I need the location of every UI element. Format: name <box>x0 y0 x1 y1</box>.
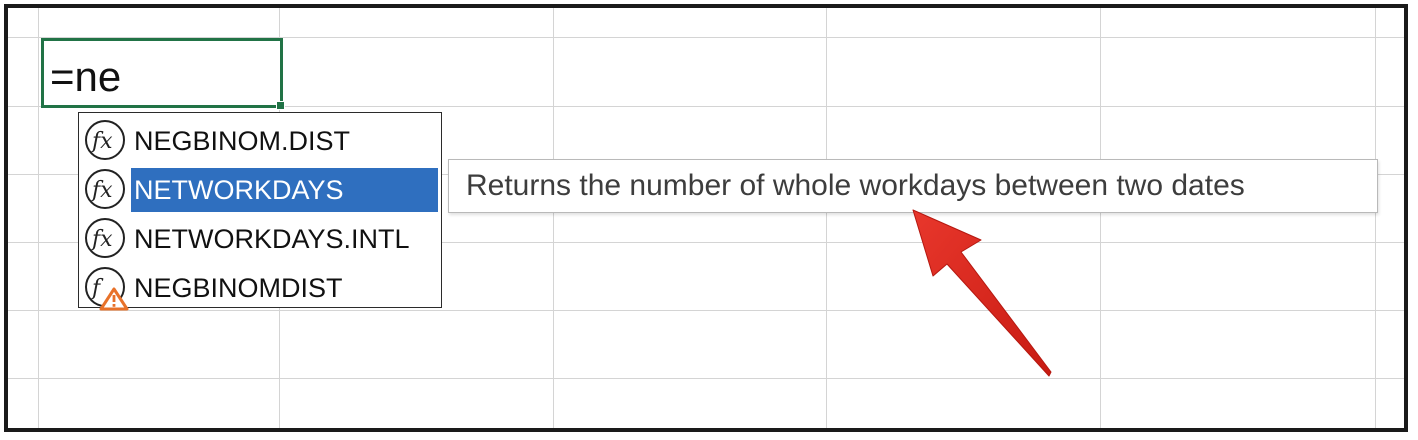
svg-text:fx: fx <box>90 178 113 203</box>
fill-handle[interactable] <box>276 101 285 110</box>
autocomplete-item-label: NETWORKDAYS <box>131 168 438 212</box>
function-tooltip: Returns the number of whole workdays bet… <box>448 159 1378 213</box>
active-cell[interactable] <box>41 38 285 110</box>
function-icon: fx <box>85 169 125 209</box>
autocomplete-item[interactable]: fx NEGBINOM.DIST <box>83 115 439 161</box>
row-gridline <box>8 37 1404 38</box>
row-gridline <box>8 106 1404 107</box>
row-gridline <box>8 378 1404 379</box>
autocomplete-item[interactable]: fx NETWORKDAYS.INTL <box>83 213 439 259</box>
svg-text:f: f <box>90 276 104 301</box>
autocomplete-item-label: NEGBINOM.DIST <box>134 126 351 156</box>
column-gridline <box>1375 8 1376 428</box>
function-icon: fx <box>85 120 125 160</box>
autocomplete-item-selected[interactable]: fx NETWORKDAYS <box>83 164 439 212</box>
column-gridline <box>38 8 39 428</box>
row-gridline <box>8 242 1404 243</box>
svg-text:fx: fx <box>90 129 113 154</box>
cell-formula-text[interactable]: =ne <box>50 53 122 100</box>
autocomplete-item-label: NETWORKDAYS.INTL <box>134 224 410 254</box>
function-icon: fx <box>85 218 125 258</box>
autocomplete-item-label: NEGBINOMDIST <box>134 273 343 303</box>
autocomplete-item[interactable]: f NEGBINOMDIST <box>83 262 439 311</box>
annotation-arrow-icon <box>912 209 1052 377</box>
function-warning-icon: f <box>85 267 129 311</box>
row-gridline <box>8 310 1404 311</box>
formula-autocomplete-list[interactable]: fx NEGBINOM.DIST fx NETWORKDAYS fx NETWO… <box>78 112 442 311</box>
column-gridline <box>1100 8 1101 428</box>
column-gridline <box>826 8 827 428</box>
column-gridline <box>553 8 554 428</box>
svg-text:fx: fx <box>90 227 113 252</box>
spreadsheet-frame: =ne fx NEGBINOM.DIST fx NETWORKDAYS fx N… <box>4 4 1408 432</box>
